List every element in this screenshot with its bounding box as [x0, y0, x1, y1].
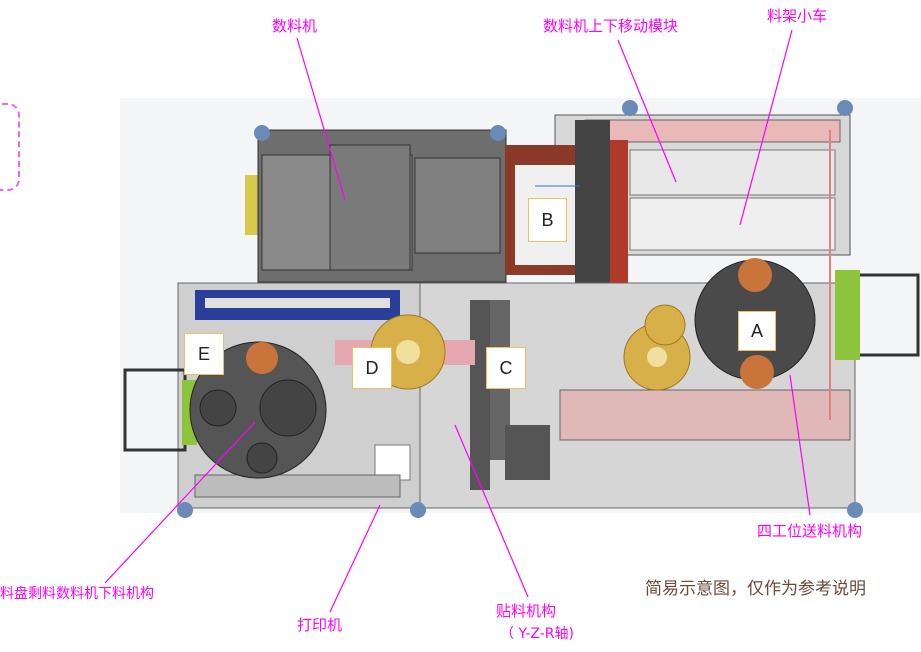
label-placement-axes: （ Y-Z-R轴): [500, 626, 574, 642]
label-four-station: 四工位送料机构: [757, 522, 863, 540]
label-counter: 数料机: [272, 17, 318, 35]
arrow-cart: [739, 29, 793, 226]
arrow-unload: [104, 421, 256, 584]
arrow-placement: [454, 424, 529, 598]
arrow-four-station: [789, 374, 811, 516]
label-printer: 打印机: [297, 616, 343, 634]
dashed-bracket: [0, 103, 20, 191]
disk-e: [189, 341, 327, 479]
label-placement: 贴料机构: [496, 602, 557, 620]
arrow-lift: [617, 39, 677, 183]
label-rack-cart: 料架小车: [767, 7, 828, 25]
marker-d: D: [352, 347, 392, 389]
label-counter-lift: 数料机上下移动模块: [543, 17, 679, 35]
arrow-printer: [329, 504, 381, 613]
marker-c: C: [486, 347, 526, 389]
arrow-counter: [296, 37, 346, 201]
marker-a: A: [738, 311, 776, 351]
marker-e: E: [184, 333, 224, 375]
disclaimer-note: 简易示意图，仅作为参考说明: [645, 579, 866, 599]
label-unload: 料盘剩料数料机下料机构: [0, 586, 154, 602]
marker-b: B: [528, 198, 567, 242]
top-rail: [584, 119, 841, 143]
